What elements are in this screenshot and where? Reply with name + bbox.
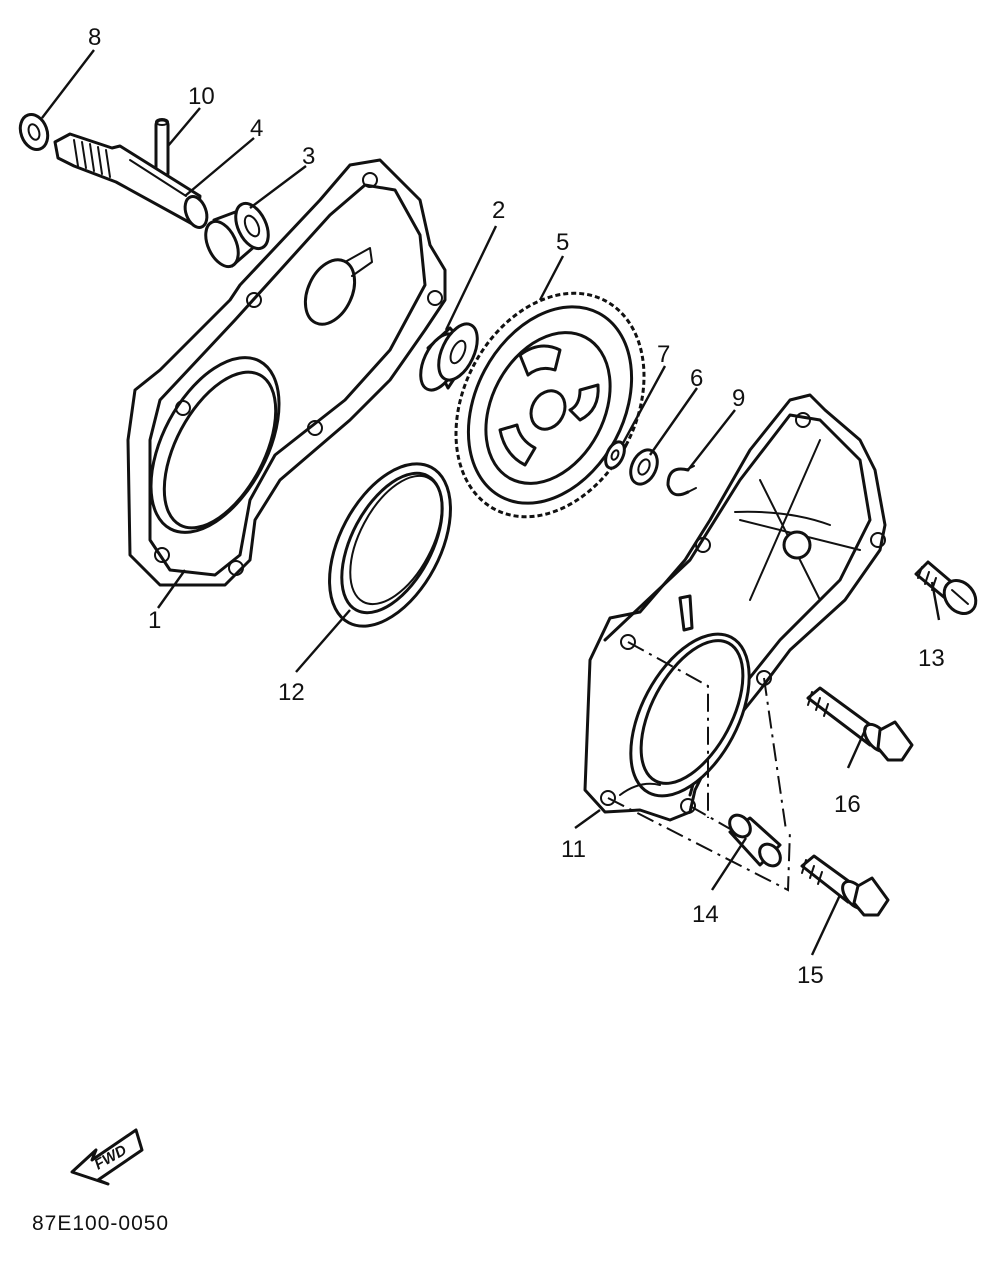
callout-5: 5 [556,229,569,256]
part-7-washer [604,440,626,470]
part-15-bolt [800,854,890,917]
callout-7: 7 [657,341,670,368]
part-14-dowel [728,813,782,868]
callout-1: 1 [148,607,161,634]
callout-15: 15 [797,962,824,989]
callout-13: 13 [918,645,945,672]
part-9-circlip [666,465,697,497]
callout-11: 11 [561,836,586,863]
diagram-code: 87E100-0050 [32,1212,169,1235]
part-12-seal [328,462,452,628]
part-4-shaft [53,132,209,229]
callout-10: 10 [188,83,215,110]
part-2-bearing [419,322,479,392]
callout-8: 8 [88,24,101,51]
callout-4: 4 [250,115,263,142]
callout-6: 6 [690,365,703,392]
part-13-screw [914,560,978,615]
fwd-arrow-icon: FWD [70,1128,144,1186]
callout-14: 14 [692,901,719,928]
callout-labels: 8 10 4 3 2 5 7 6 9 1 12 13 16 11 14 15 [88,24,945,989]
part-5-gear [454,291,646,519]
alignment-lines [607,641,791,892]
callout-16: 16 [834,791,861,818]
callout-9: 9 [732,385,745,412]
callout-3: 3 [302,143,315,170]
callout-2: 2 [492,197,505,224]
part-3-collar [204,201,270,269]
part-11-outer-cover [583,393,887,822]
part-1-gear-cover [126,158,447,587]
callout-12: 12 [278,679,305,706]
part-16-bolt [806,686,914,762]
part-6-washer [629,448,659,486]
part-8-washer [18,113,50,151]
leader-lines [41,49,941,956]
